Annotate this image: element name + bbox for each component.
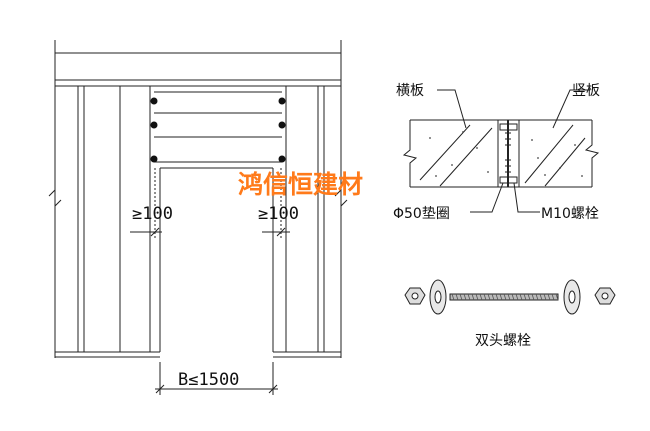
label-washer: Φ50垫圈: [393, 206, 450, 222]
bolt-dot: [150, 97, 158, 105]
bolt-dot: [278, 155, 286, 163]
bolt-dot: [150, 155, 158, 163]
wall-opening-elevation: [48, 40, 348, 395]
rod-thread-line: [539, 293, 543, 301]
leader-washer: [470, 182, 504, 213]
rod-thread-line: [531, 293, 535, 301]
dim-left-label: ≥100: [132, 204, 173, 224]
double-bolt-caption: 双头螺栓: [475, 333, 531, 349]
rod-thread-line: [519, 293, 523, 301]
rod-thread-line: [535, 293, 539, 301]
rod-thread-line: [455, 293, 459, 301]
rod-thread-line: [511, 293, 515, 301]
rod-thread-line: [503, 293, 507, 301]
rod-thread-line: [483, 293, 487, 301]
bolt-dots: [150, 97, 286, 163]
left-washer-hole: [434, 290, 442, 304]
concrete-speckles: [429, 131, 583, 177]
rod-thread-line: [495, 293, 499, 301]
rod-thread-line: [527, 293, 531, 301]
rod-thread-line: [515, 293, 519, 301]
left-nut-hole: [411, 292, 419, 300]
break-mark-left: [48, 188, 62, 208]
rod-thread-line: [467, 293, 471, 301]
bolt-dot: [278, 121, 286, 129]
dim-bottom-label: B≤1500: [178, 370, 239, 390]
rod-threads: [451, 293, 559, 301]
right-washer-hole: [568, 290, 576, 304]
rod-thread-line: [547, 293, 551, 301]
bolt-dot: [278, 97, 286, 105]
dim-right-tick: [276, 227, 286, 237]
watermark-text: 鸿信恒建材: [238, 170, 363, 199]
dim-left-tick: [150, 227, 160, 237]
break-mark-right: [334, 188, 348, 208]
rod-thread-line: [507, 293, 511, 301]
break-right: [584, 120, 600, 187]
break-left: [402, 120, 418, 187]
rod-thread-line: [499, 293, 503, 301]
section-detail: [402, 89, 600, 213]
rod-thread-line: [543, 293, 547, 301]
hatch-line: [439, 127, 493, 187]
rod-thread-line: [475, 293, 479, 301]
double-end-bolt-drawing: [404, 279, 616, 315]
right-nut-hole: [601, 292, 609, 300]
rod-thread-line: [523, 293, 527, 301]
rod-thread-line: [459, 293, 463, 301]
rod-thread-line: [463, 293, 467, 301]
dim-right-label: ≥100: [258, 204, 299, 224]
leader-horizontal-panel: [437, 89, 467, 129]
label-bolt: M10螺栓: [541, 206, 599, 222]
rod-thread-line: [551, 293, 555, 301]
hatch-line: [524, 124, 574, 184]
hatch-line: [419, 124, 471, 181]
rod-thread-line: [555, 293, 559, 301]
dim-bottom-tick-left: [155, 384, 165, 394]
bolt-dot: [150, 121, 158, 129]
rod-thread-line: [487, 293, 491, 301]
rod-thread-line: [451, 293, 455, 301]
rod-thread-line: [491, 293, 495, 301]
leader-vertical-panel: [552, 89, 590, 129]
leader-bolt: [513, 182, 540, 213]
rod-thread-line: [471, 293, 475, 301]
dim-bottom-tick-right: [268, 384, 278, 394]
label-horizontal-panel: 横板: [396, 83, 424, 99]
rod-thread-line: [479, 293, 483, 301]
label-vertical-panel: 竖板: [572, 83, 600, 99]
hatch-line: [544, 137, 586, 187]
